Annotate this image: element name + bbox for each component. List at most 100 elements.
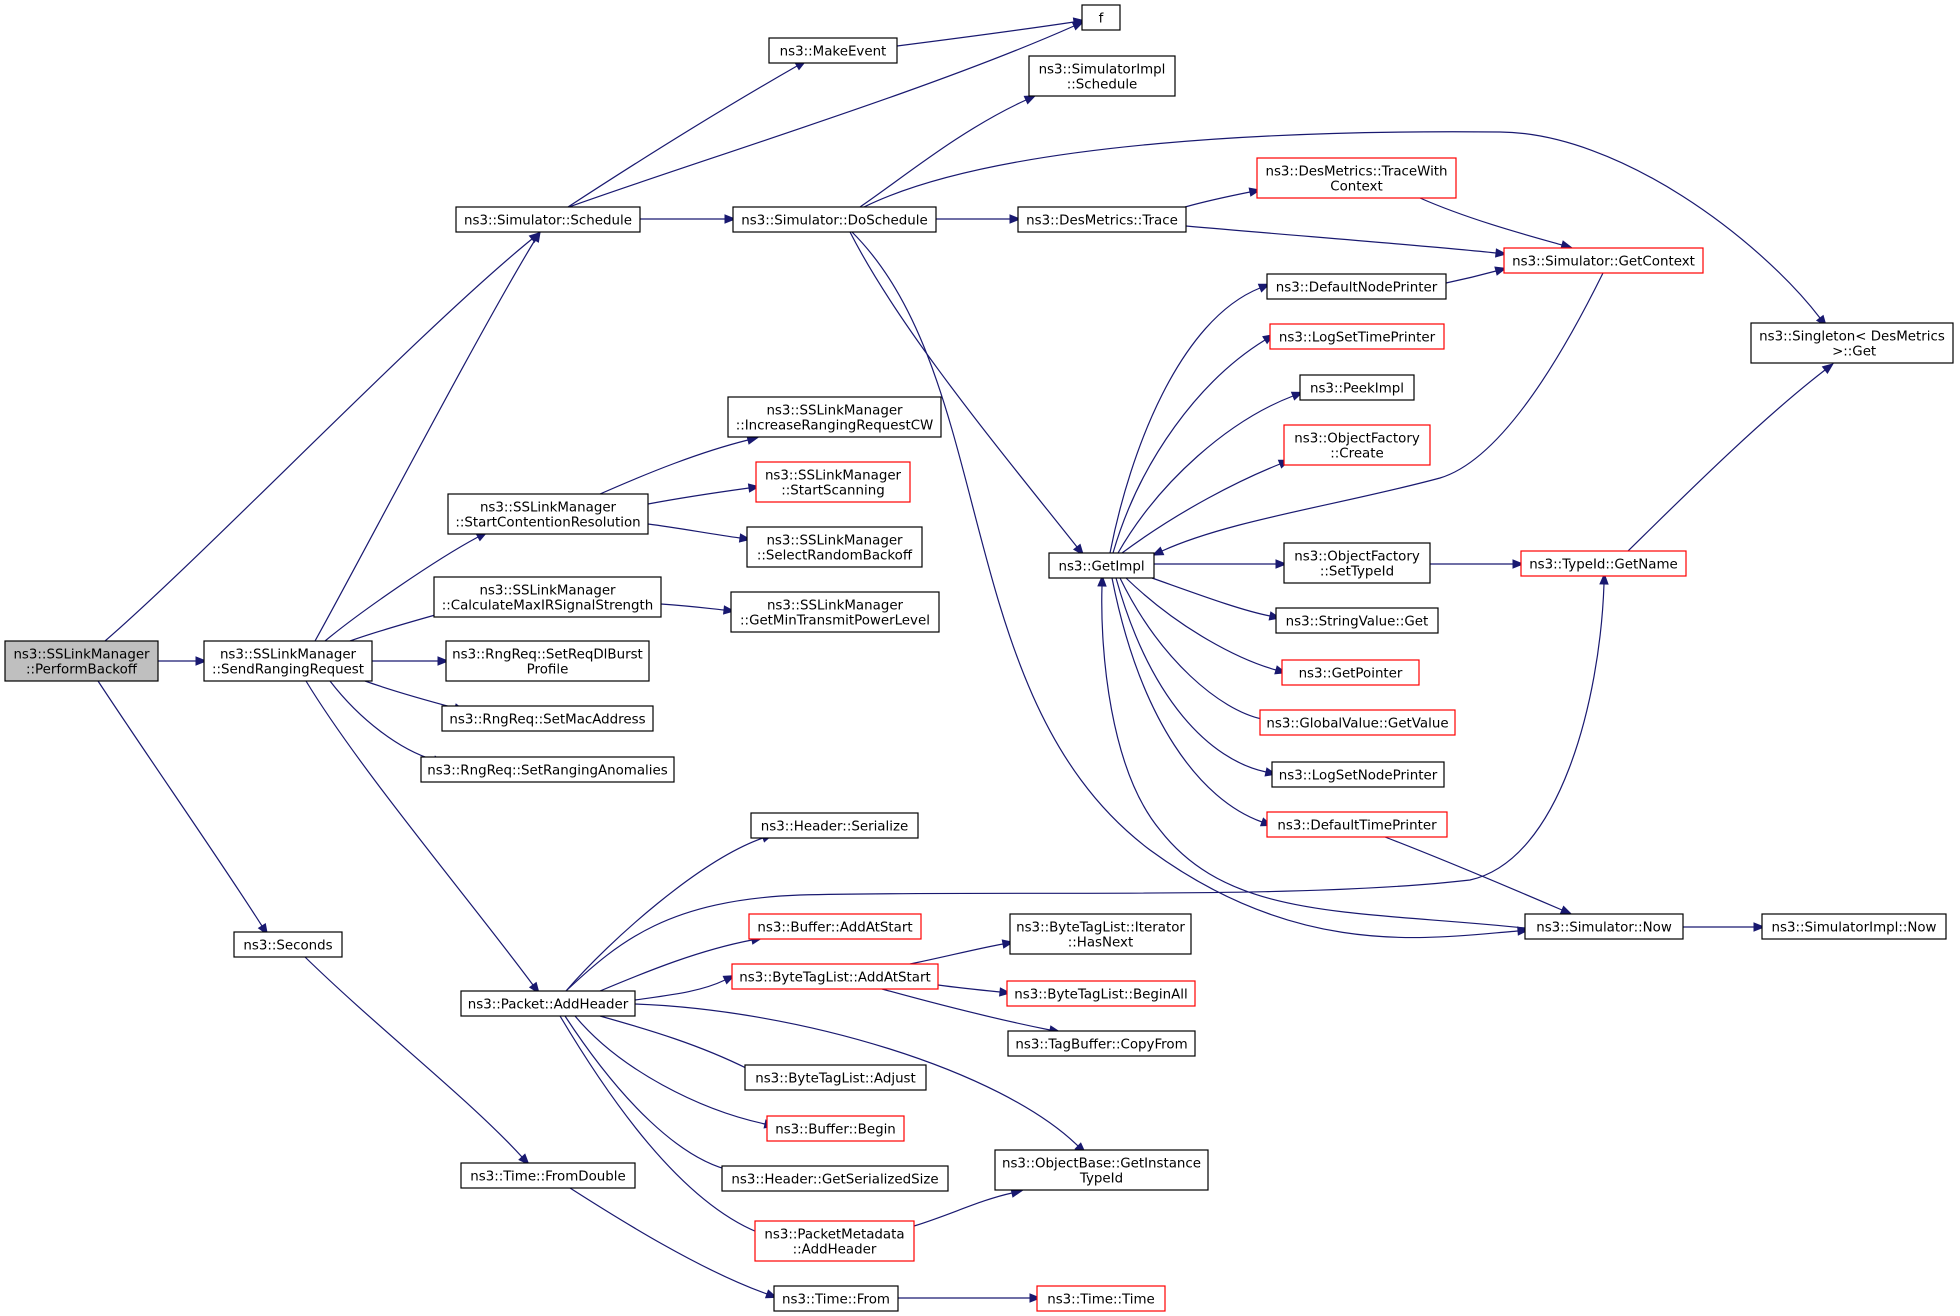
node-defaulttimeprinter[interactable]: ns3::DefaultTimePrinter <box>1266 811 1448 838</box>
node-box <box>1271 761 1445 788</box>
node-label: ns3::GetPointer <box>1299 667 1403 682</box>
edge-line <box>574 1015 766 1125</box>
node-box <box>754 1220 915 1262</box>
edge-seconds-to-time-fromdouble <box>304 956 530 1166</box>
node-layer: ns3::SSLinkManager::PerformBackoffns3::S… <box>4 4 1954 1312</box>
edge-simulator-now-to-getimpl <box>1097 574 1526 929</box>
node-singleton-get[interactable]: ns3::Singleton< DesMetrics >::Get <box>1750 322 1954 364</box>
arrowhead <box>1495 248 1508 258</box>
edge-line <box>1111 577 1263 823</box>
node-simulator-now[interactable]: ns3::Simulator::Now <box>1524 913 1684 940</box>
node-bytetaglist-beginall[interactable]: ns3::ByteTagList::BeginAll <box>1006 980 1196 1007</box>
node-stringvalue-get[interactable]: ns3::StringValue::Get <box>1275 607 1439 634</box>
node-buffer-addatstart[interactable]: ns3::Buffer::AddAtStart <box>748 913 922 940</box>
node-label: ns3::Simulator::GetContext <box>1512 255 1695 270</box>
node-label: ::HasNext <box>1068 936 1133 951</box>
node-getmintransmitpowerlevel[interactable]: ns3::SSLinkManager::GetMinTransmitPowerL… <box>730 591 940 633</box>
node-label: ns3::SSLinkManager <box>766 404 903 419</box>
edge-line <box>1117 395 1294 554</box>
node-box <box>1269 323 1445 350</box>
edge-line <box>1184 191 1251 208</box>
node-bytetaglist-adjust[interactable]: ns3::ByteTagList::Adjust <box>744 1064 927 1091</box>
node-getimpl[interactable]: ns3::GetImpl <box>1048 552 1155 579</box>
edge-line <box>314 239 536 642</box>
node-logsetnodeprinter[interactable]: ns3::LogSetNodePrinter <box>1271 761 1445 788</box>
node-label: ns3::Buffer::Begin <box>775 1123 896 1138</box>
node-startcontentionresolution[interactable]: ns3::SSLinkManager::StartContentionResol… <box>447 493 649 535</box>
node-simulator-getcontext[interactable]: ns3::Simulator::GetContext <box>1503 247 1704 274</box>
node-seconds[interactable]: ns3::Seconds <box>233 931 343 958</box>
node-defaultnodeprinter[interactable]: ns3::DefaultNodePrinter <box>1266 273 1447 300</box>
node-objectfactory-create[interactable]: ns3::ObjectFactory::Create <box>1283 424 1431 466</box>
edge-line <box>1627 369 1826 552</box>
node-label: ns3::ByteTagList::BeginAll <box>1014 988 1187 1003</box>
node-box <box>203 640 373 682</box>
edge-line <box>660 603 725 611</box>
node-bytetaglist-addatstart[interactable]: ns3::ByteTagList::AddAtStart <box>731 963 939 990</box>
node-increaserangingrequestcw[interactable]: ns3::SSLinkManager::IncreaseRangingReque… <box>727 396 942 438</box>
node-startscanning[interactable]: ns3::SSLinkManager::StartScanning <box>755 461 911 503</box>
node-desmetrics-trace[interactable]: ns3::DesMetrics::Trace <box>1017 206 1187 233</box>
node-objectfactory-settypeid[interactable]: ns3::ObjectFactory::SetTypeId <box>1283 542 1431 584</box>
node-packet-addheader[interactable]: ns3::Packet::AddHeader <box>460 990 636 1017</box>
node-time-time[interactable]: ns3::Time::Time <box>1036 1285 1166 1312</box>
node-header-serialize[interactable]: ns3::Header::Serialize <box>750 812 919 839</box>
node-logsettimeprinter[interactable]: ns3::LogSetTimePrinter <box>1269 323 1445 350</box>
node-globalvalue-getvalue[interactable]: ns3::GlobalValue::GetValue <box>1259 709 1456 736</box>
edge-line <box>564 1015 734 1172</box>
edge-line <box>851 231 1519 939</box>
node-iterator-hasnext[interactable]: ns3::ByteTagList::Iterator::HasNext <box>1009 913 1192 955</box>
node-sendrangingrequest[interactable]: ns3::SSLinkManager::SendRangingRequest <box>203 640 373 682</box>
node-label: ns3::PeekImpl <box>1310 382 1404 397</box>
node-time-from[interactable]: ns3::Time::From <box>773 1285 899 1312</box>
node-label: ns3::DesMetrics::Trace <box>1026 214 1178 229</box>
arrowhead <box>1097 574 1107 587</box>
node-buffer-begin[interactable]: ns3::Buffer::Begin <box>766 1115 905 1142</box>
node-calculatemaxirsignalstrength[interactable]: ns3::SSLinkManager::CalculateMaxIRSignal… <box>433 576 662 618</box>
edge-sendrangingrequest-to-simulator-schedule <box>314 230 541 642</box>
node-label: ns3::Seconds <box>243 939 332 954</box>
node-makeevent[interactable]: ns3::MakeEvent <box>768 37 898 64</box>
node-box <box>1283 424 1431 466</box>
node-simulatorimpl-now[interactable]: ns3::SimulatorImpl::Now <box>1761 913 1947 940</box>
node-box <box>721 1165 949 1192</box>
edge-line <box>647 523 741 539</box>
node-setranginganomalies[interactable]: ns3::RngReq::SetRangingAnomalies <box>420 756 675 783</box>
node-label: ns3::Time::From <box>782 1293 890 1308</box>
node-packetmetadata-addheader[interactable]: ns3::PacketMetadata::AddHeader <box>754 1220 915 1262</box>
edge-makeevent-to-f <box>896 17 1086 47</box>
node-label: ns3::ByteTagList::Adjust <box>755 1072 916 1087</box>
node-setmacaddress[interactable]: ns3::RngReq::SetMacAddress <box>441 705 654 732</box>
node-box <box>1007 1030 1196 1057</box>
edge-line <box>567 65 798 208</box>
node-typeid-getname[interactable]: ns3::TypeId::GetName <box>1520 550 1687 577</box>
node-label: ns3::SSLinkManager <box>479 584 616 599</box>
node-box <box>1017 206 1187 233</box>
node-box <box>433 576 662 618</box>
node-time-fromdouble[interactable]: ns3::Time::FromDouble <box>460 1162 636 1189</box>
node-header-getserializedsize[interactable]: ns3::Header::GetSerializedSize <box>721 1165 949 1192</box>
node-label: ::PerformBackoff <box>26 663 138 678</box>
edge-line <box>104 238 533 642</box>
node-performbackoff[interactable]: ns3::SSLinkManager::PerformBackoff <box>4 640 159 682</box>
node-f[interactable]: f <box>1081 4 1121 31</box>
edge-line <box>1115 577 1267 773</box>
node-simulator-schedule[interactable]: ns3::Simulator::Schedule <box>455 206 641 233</box>
node-box <box>994 1149 1209 1191</box>
node-tagbuffer-copyfrom[interactable]: ns3::TagBuffer::CopyFrom <box>1007 1030 1196 1057</box>
node-simulator-doschedule[interactable]: ns3::Simulator::DoSchedule <box>732 206 937 233</box>
node-selectrandombackoff[interactable]: ns3::SSLinkManager::SelectRandomBackoff <box>746 526 923 568</box>
node-simulatorimpl-schedule[interactable]: ns3::SimulatorImpl::Schedule <box>1028 55 1176 97</box>
node-box <box>1028 55 1176 97</box>
node-label: ns3::SSLinkManager <box>765 469 902 484</box>
node-box <box>460 990 636 1017</box>
node-box <box>1524 913 1684 940</box>
node-label: ::SetTypeId <box>1320 565 1394 580</box>
node-getpointer[interactable]: ns3::GetPointer <box>1281 659 1420 686</box>
edge-line <box>1109 287 1261 554</box>
node-peekimpl[interactable]: ns3::PeekImpl <box>1299 374 1415 401</box>
